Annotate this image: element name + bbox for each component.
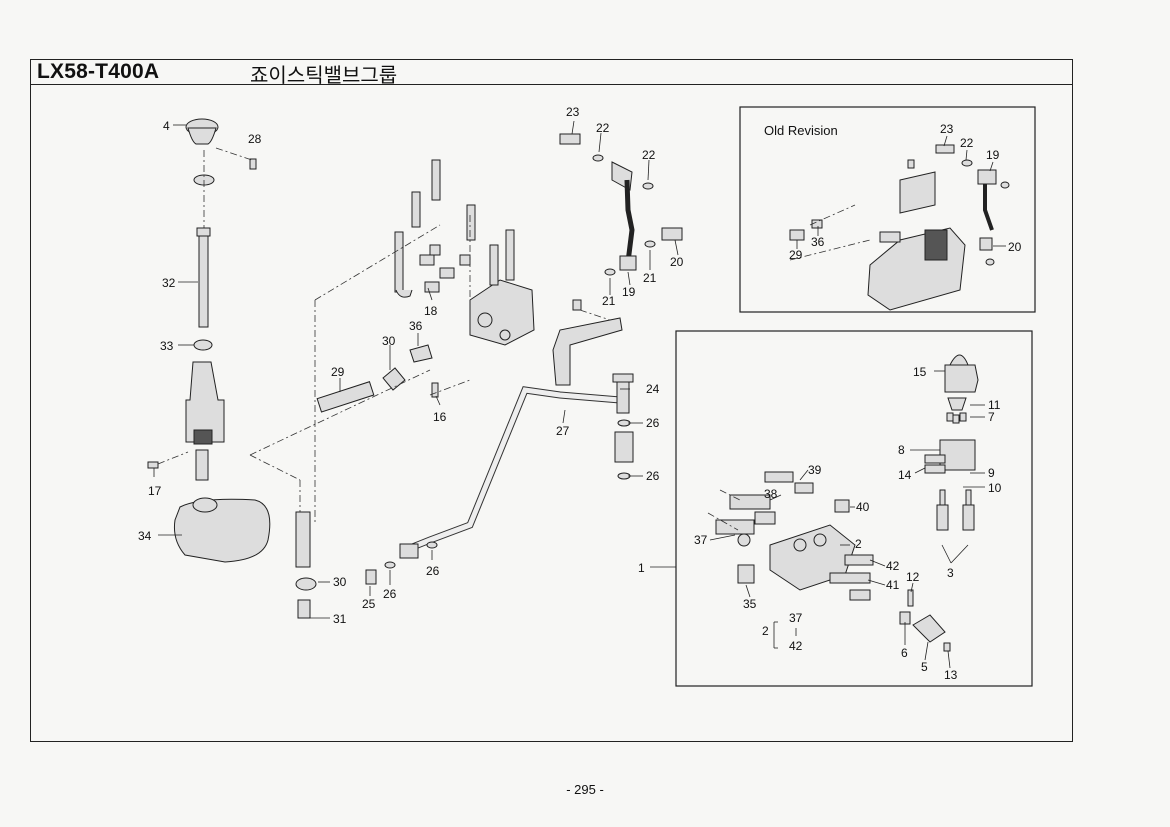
title-bar — [30, 59, 1073, 85]
housing-part — [939, 439, 976, 471]
callout-29: 29 — [789, 248, 803, 262]
callout-15: 15 — [913, 365, 927, 379]
callout-23: 23 — [940, 122, 954, 136]
pin-part — [616, 377, 630, 414]
leaders-inset — [796, 135, 1006, 249]
valve-detail-box — [675, 330, 1033, 687]
link-rod-part — [295, 511, 311, 568]
callout-39: 39 — [808, 463, 822, 477]
callout-14: 14 — [898, 468, 912, 482]
callout-6: 6 — [901, 646, 908, 660]
callout-30: 30 — [333, 575, 347, 589]
callout-31: 31 — [333, 612, 347, 626]
page-number: - 295 - — [566, 782, 604, 797]
callout-19: 19 — [622, 285, 636, 299]
callout-26: 26 — [426, 564, 440, 578]
upper-lever-group — [559, 133, 683, 276]
callout-33: 33 — [160, 339, 174, 353]
callout-8: 8 — [898, 443, 905, 457]
callout-7: 7 — [988, 410, 995, 424]
inset-title: Old Revision — [764, 123, 838, 138]
center-valve-group — [249, 159, 623, 525]
callout-36: 36 — [811, 235, 825, 249]
old-revision-box — [739, 106, 1036, 313]
callout-26: 26 — [383, 587, 397, 601]
callout-16: 16 — [433, 410, 447, 424]
callout-labels: 4 28 32 33 17 34 23 22 22 20 21 19 21 18… — [138, 105, 1022, 682]
callout-29: 29 — [331, 365, 345, 379]
joystick-head-part — [944, 364, 979, 393]
callout-9: 9 — [988, 466, 995, 480]
callout-28: 28 — [248, 132, 262, 146]
callout-22: 22 — [596, 121, 610, 135]
callout-20: 20 — [1008, 240, 1022, 254]
callout-24: 24 — [646, 382, 660, 396]
leaders-detail — [650, 370, 985, 669]
leaders-center — [310, 120, 679, 619]
linkage-group — [295, 373, 634, 619]
callout-42: 42 — [886, 559, 900, 573]
lever-body-part — [185, 361, 225, 443]
joystick-lever-group — [147, 118, 271, 563]
group-title: 죠이스틱밸브그룹 — [250, 63, 398, 87]
callout-22: 22 — [642, 148, 656, 162]
callout-25: 25 — [362, 597, 376, 611]
callout-12: 12 — [906, 570, 920, 584]
callout-17: 17 — [148, 484, 162, 498]
callout-21: 21 — [643, 271, 657, 285]
control-valve-part — [469, 279, 535, 346]
callout-38: 38 — [764, 487, 778, 501]
callout-20: 20 — [670, 255, 684, 269]
callout-34: 34 — [138, 529, 152, 543]
model-code: LX58-T400A — [37, 60, 160, 83]
page-frame — [30, 59, 1073, 742]
range-to: 42 — [789, 639, 803, 653]
shaft-part — [316, 381, 375, 413]
callout-4: 4 — [163, 119, 170, 133]
callout-27: 27 — [556, 424, 570, 438]
range-start: 2 — [762, 624, 769, 638]
boot-part — [174, 498, 271, 563]
callout-19: 19 — [986, 148, 1000, 162]
callout-3: 3 — [947, 566, 954, 580]
callout-21: 21 — [602, 294, 616, 308]
callout-26: 26 — [646, 469, 660, 483]
callout-37: 37 — [694, 533, 708, 547]
valve-detail-group — [707, 354, 979, 652]
callout-32: 32 — [162, 276, 176, 290]
callout-11: 11 — [988, 398, 1001, 412]
washer-part — [193, 339, 213, 351]
callout-2: 2 — [855, 537, 862, 551]
callout-35: 35 — [743, 597, 757, 611]
rod-part — [198, 231, 209, 328]
callout-41: 41 — [886, 578, 900, 592]
range-from: 37 — [789, 611, 803, 625]
callout-40: 40 — [856, 500, 870, 514]
leaders-left — [153, 124, 198, 536]
callout-1: 1 — [638, 561, 645, 575]
callout-18: 18 — [424, 304, 438, 318]
callout-22: 22 — [960, 136, 974, 150]
end-cap-part — [912, 614, 946, 643]
callout-23: 23 — [566, 105, 580, 119]
old-revision-group — [789, 144, 1010, 311]
callout-10: 10 — [988, 481, 1002, 495]
callout-13: 13 — [944, 668, 958, 682]
gear-part — [382, 367, 406, 391]
callout-36: 36 — [409, 319, 423, 333]
fitting-part — [409, 344, 433, 363]
callout-5: 5 — [921, 660, 928, 674]
callout-30: 30 — [382, 334, 396, 348]
bushing-part — [614, 431, 634, 463]
callout-26: 26 — [646, 416, 660, 430]
